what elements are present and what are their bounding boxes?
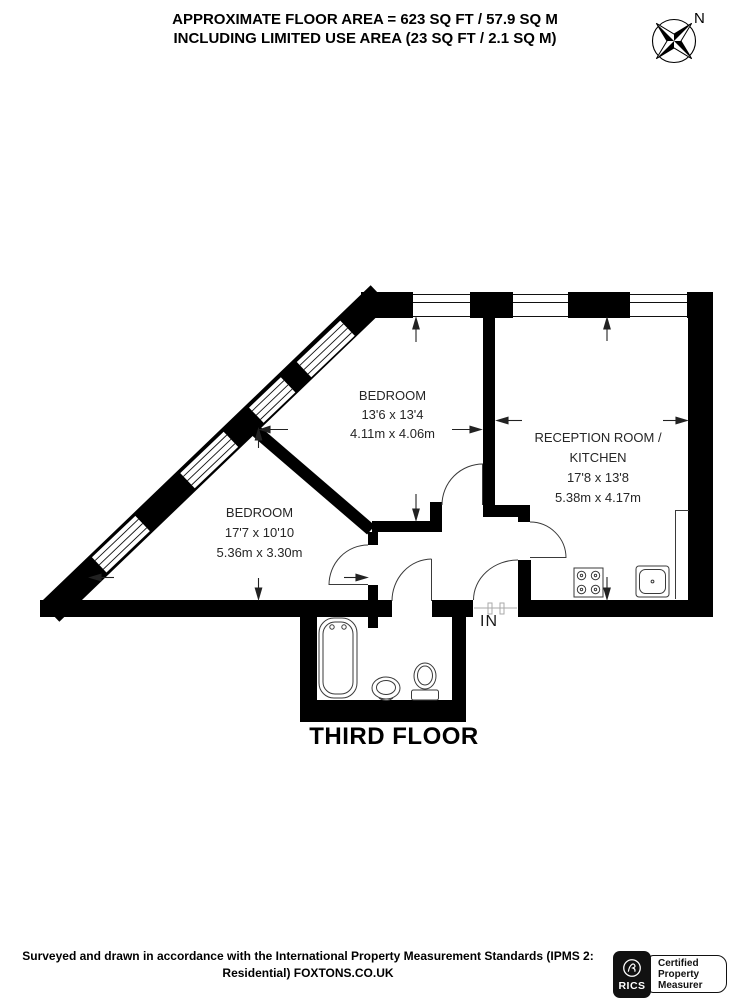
toilet — [411, 662, 439, 701]
reception-kitchen-label: RECEPTION ROOM / KITCHEN 17'8 x 13'8 5.3… — [508, 428, 688, 508]
rics-cert-line2: Property — [658, 968, 700, 980]
bathroom-fixtures — [318, 617, 439, 701]
rics-org-label: RICS — [618, 979, 646, 992]
diagonal-windows — [91, 320, 355, 573]
compass-rose-icon — [651, 18, 697, 64]
footer-disclaimer: Surveyed and drawn in accordance with th… — [0, 948, 616, 982]
interior-walls — [245, 318, 531, 722]
bathroom-door — [391, 558, 432, 602]
entrance-door — [473, 559, 519, 615]
floor-area-line1: APPROXIMATE FLOOR AREA = 623 SQ FT / 57.… — [172, 11, 558, 28]
floor-area-line2: INCLUDING LIMITED USE AREA (23 SQ FT / 2… — [173, 30, 557, 47]
reception-name-line2: KITCHEN — [569, 450, 627, 465]
basin — [371, 676, 401, 701]
reception-imperial: 17'8 x 13'8 — [566, 470, 630, 485]
kitchen-counter — [675, 510, 689, 599]
bathtub — [318, 617, 358, 699]
footer-line2: Residential) FOXTONS.CO.UK — [222, 966, 394, 980]
reception-metric: 5.38m x 4.17m — [555, 490, 641, 505]
rics-badge: RICS Certified Property Measurer — [613, 950, 727, 998]
rics-lion-icon — [623, 958, 641, 977]
front-windows — [413, 292, 687, 318]
hob — [573, 567, 604, 598]
footer-line1: Surveyed and drawn in accordance with th… — [22, 949, 594, 963]
bedroom1-name: BEDROOM — [358, 388, 427, 403]
reception-door — [529, 521, 567, 559]
bedroom2-door — [328, 544, 369, 586]
bedroom2-imperial: 17'7 x 10'10 — [224, 525, 295, 540]
approx-floor-area-header: APPROXIMATE FLOOR AREA = 623 SQ FT / 57.… — [0, 10, 730, 48]
doors — [328, 463, 567, 615]
rics-badge-logo-box: RICS — [613, 950, 651, 998]
entrance-label: IN — [480, 613, 498, 630]
floor-title: THIRD FLOOR — [309, 723, 479, 750]
rics-cert-box: Certified Property Measurer — [649, 955, 727, 993]
bedroom1-label: BEDROOM 13'6 x 13'4 4.11m x 4.06m — [305, 386, 480, 443]
rics-cert-line1: Certified — [658, 957, 699, 969]
sink — [635, 565, 670, 598]
bedroom2-label: BEDROOM 17'7 x 10'10 5.36m x 3.30m — [172, 503, 347, 563]
kitchen-fixtures — [573, 510, 689, 599]
bedroom2-metric: 5.36m x 3.30m — [216, 545, 303, 560]
reception-name-line1: RECEPTION ROOM / — [534, 430, 662, 445]
bedroom1-imperial: 13'6 x 13'4 — [361, 407, 424, 422]
dimension-arrows — [88, 316, 689, 601]
bedroom1-metric: 4.11m x 4.06m — [349, 426, 436, 441]
north-label: N — [694, 10, 705, 27]
bedroom2-name: BEDROOM — [225, 505, 294, 520]
bedroom1-door — [441, 463, 484, 506]
rics-cert-line3: Measurer — [658, 979, 703, 991]
